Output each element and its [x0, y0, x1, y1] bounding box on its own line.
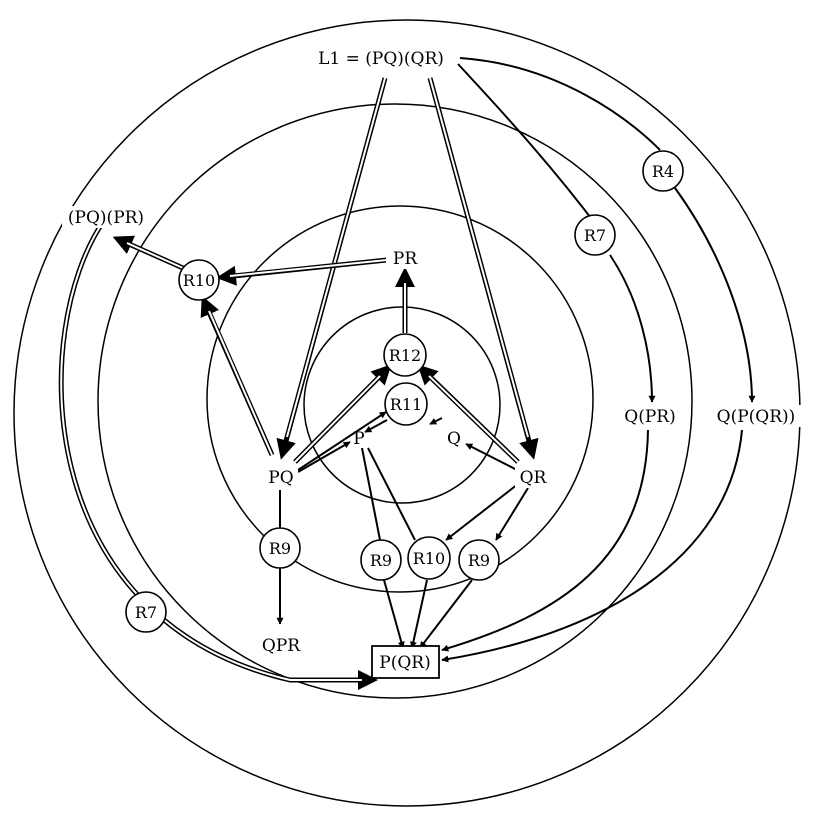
rule-node-r9-right: R9 — [458, 539, 500, 581]
rule-label: R9 — [269, 539, 291, 558]
label-result: P(QR) — [379, 653, 430, 673]
arrow-pq-to-p — [297, 441, 351, 473]
arrow-r11-to-p — [364, 419, 388, 433]
rule-nodes: R10 R12 R11 R9 R9 R10 R9 R7 — [125, 150, 684, 633]
double-arrows — [58, 77, 539, 690]
single-arrows — [276, 57, 756, 663]
rule-node-r7-left: R7 — [125, 591, 167, 633]
arrow-qr-to-q — [465, 443, 518, 471]
arrow-r7-to-qpr — [609, 254, 656, 403]
ring-2 — [97, 103, 693, 699]
rule-label: R12 — [389, 346, 421, 365]
rule-label: R10 — [183, 271, 215, 290]
label-qr: QR — [520, 468, 548, 488]
rule-node-r9-left: R9 — [259, 527, 301, 569]
ring-4 — [303, 306, 501, 504]
rule-node-r10-mid: R10 — [407, 536, 451, 580]
rule-label: R10 — [413, 549, 445, 568]
arrow-qpqr-to-result — [441, 429, 743, 663]
arrow-r11-to-q — [429, 417, 443, 425]
label-pq: PQ — [268, 468, 293, 488]
rule-node-r11: R11 — [384, 382, 428, 426]
arrow-r9-right-to-result — [419, 579, 473, 649]
arrow-r10-to-result — [409, 579, 428, 649]
label-q-p-qr: Q(P(QR)) — [717, 407, 796, 427]
arrow-qr-to-r9 — [495, 487, 529, 541]
rule-label: R11 — [390, 395, 422, 414]
rule-label: R7 — [584, 226, 606, 245]
label-l1: L1 = (PQ)(QR) — [318, 49, 444, 69]
arrow-qpr-to-result — [441, 429, 649, 652]
label-pr: PR — [393, 249, 418, 269]
label-q: Q — [447, 429, 461, 449]
arrow-pq-to-r11 — [297, 411, 387, 471]
rule-label: R9 — [468, 551, 490, 570]
label-p: P — [353, 429, 364, 449]
rule-label: R4 — [652, 162, 674, 181]
rule-node-r10-top: R10 — [178, 259, 220, 301]
rule-node-r4: R4 — [642, 150, 684, 192]
expression-labels: L1 = (PQ)(QR) (PQ)(PR) PR PQ QR P Q QPR … — [62, 46, 802, 656]
label-qpr: QPR — [262, 636, 301, 656]
rule-label: R9 — [370, 551, 392, 570]
ring-3 — [206, 205, 594, 593]
result-node: P(QR) — [371, 645, 440, 679]
label-pq-pr: (PQ)(PR) — [68, 208, 144, 228]
arrow-qr-to-r10 — [445, 483, 519, 541]
label-q-pr: Q(PR) — [624, 407, 675, 427]
rule-node-r9-mid: R9 — [360, 539, 402, 581]
arrow-r9-to-result — [383, 579, 405, 649]
rule-node-r7-right: R7 — [574, 214, 616, 256]
rule-node-r12: R12 — [383, 333, 427, 377]
rule-label: R7 — [135, 603, 157, 622]
arrow-r4-to-qpqr — [674, 187, 756, 403]
